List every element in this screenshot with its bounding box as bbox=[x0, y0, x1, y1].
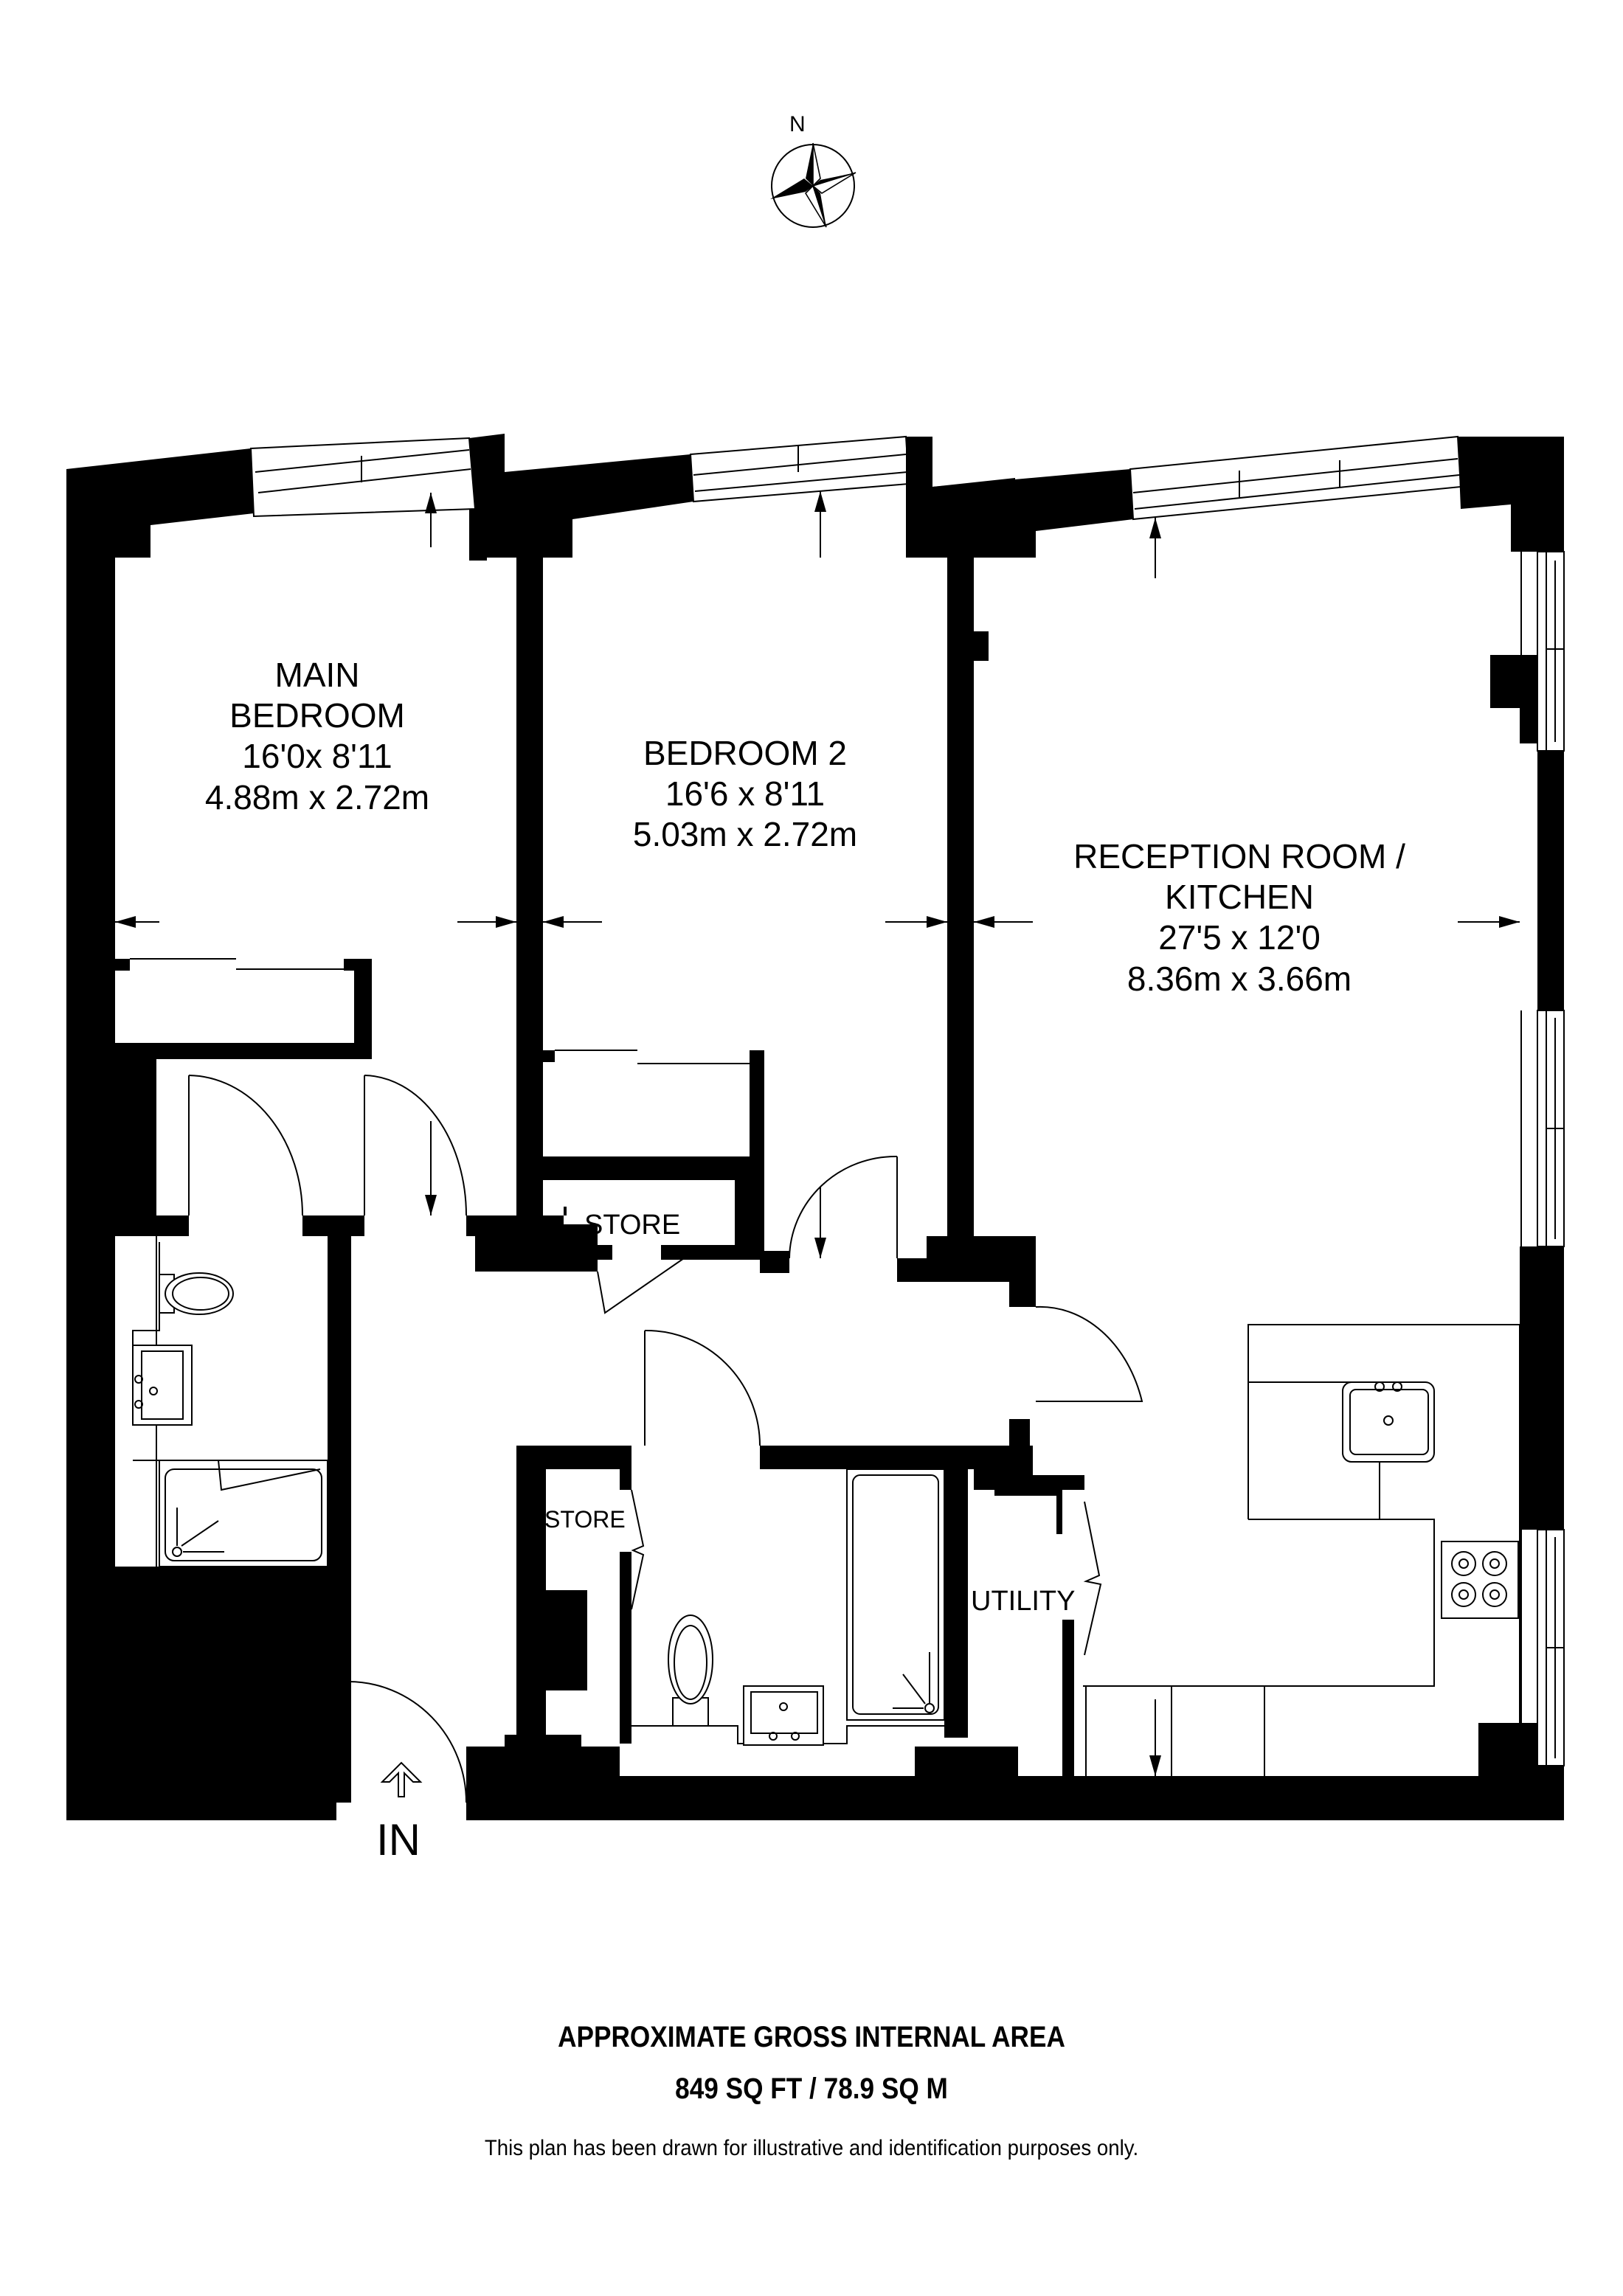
ensuite-fixtures bbox=[132, 1236, 328, 1567]
entrance-arrow-icon bbox=[380, 1761, 423, 1797]
window-reception-right-2 bbox=[1520, 1010, 1565, 1247]
room-dimensions-metric: 4.88m x 2.72m bbox=[204, 777, 430, 816]
room-dimensions-imperial: 27'5 x 12'0 bbox=[1158, 918, 1321, 957]
compass-rose-icon bbox=[770, 142, 857, 228]
room-label-reception-kitchen: RECEPTION ROOM / KITCHEN 27'5 x 12'0 8.3… bbox=[1011, 836, 1468, 999]
room-dimensions-metric: 8.36m x 3.66m bbox=[1127, 959, 1352, 998]
room-dimensions-imperial: 16'6 x 8'11 bbox=[665, 774, 826, 814]
area-title: APPROXIMATE GROSS INTERNAL AREA bbox=[558, 2021, 1065, 2053]
toilet-icon bbox=[668, 1615, 713, 1727]
kitchen-fixtures bbox=[1083, 1324, 1520, 1776]
window-reception-right-1 bbox=[1520, 551, 1565, 752]
entrance-label: IN bbox=[376, 1815, 421, 1865]
window-main-bedroom bbox=[249, 437, 477, 518]
store-label-1: STORE bbox=[584, 1210, 681, 1241]
store-label-2: STORE bbox=[544, 1506, 626, 1533]
room-label-main-bedroom: MAIN BEDROOM 16'0x 8'11 4.88m x 2.72m bbox=[148, 655, 487, 818]
room-name-line: BEDROOM bbox=[229, 696, 405, 735]
window-reception-right-3 bbox=[1520, 1529, 1565, 1766]
toilet-icon bbox=[159, 1272, 234, 1315]
window-reception-top bbox=[1129, 435, 1462, 521]
basin-icon bbox=[743, 1685, 824, 1746]
shower-tray-icon bbox=[133, 1460, 328, 1567]
window-bedroom-2 bbox=[689, 435, 910, 503]
room-dimensions-metric: 5.03m x 2.72m bbox=[632, 815, 858, 854]
basin-icon bbox=[132, 1242, 193, 1426]
disclaimer: This plan has been drawn for illustrativ… bbox=[484, 2136, 1139, 2160]
doors bbox=[188, 1075, 1143, 1803]
kitchen-sink-icon bbox=[1342, 1381, 1435, 1463]
bathroom-fixtures bbox=[631, 1468, 945, 1746]
compass-north-label: N bbox=[789, 112, 806, 136]
dimension-markers bbox=[115, 491, 1520, 1776]
room-name-line: RECEPTION ROOM / bbox=[1073, 837, 1405, 875]
room-name-line: MAIN bbox=[274, 656, 360, 694]
hob-icon bbox=[1441, 1541, 1519, 1619]
walls bbox=[66, 434, 1565, 1820]
room-label-bedroom-2: BEDROOM 2 16'6 x 8'11 5.03m x 2.72m bbox=[568, 733, 922, 856]
utility-label: UTILITY bbox=[971, 1586, 1076, 1617]
area-value: 849 SQ FT / 78.9 SQ M bbox=[675, 2073, 948, 2105]
room-name-line: KITCHEN bbox=[1165, 878, 1314, 917]
room-name-line: BEDROOM 2 bbox=[643, 734, 848, 772]
room-dimensions-imperial: 16'0x 8'11 bbox=[242, 737, 392, 776]
